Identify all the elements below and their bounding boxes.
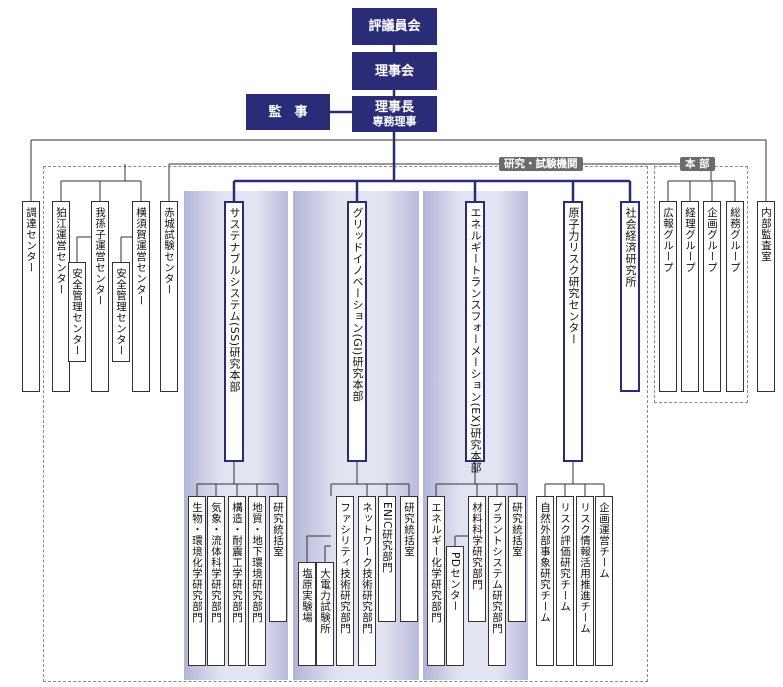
nrrc-team-external: 自然外部事象研究チーム [536, 496, 554, 666]
ss-dept-meteorology: 気象・流体科学研究部門 [207, 496, 225, 666]
chairman-label: 理事長 [374, 100, 414, 115]
ss-research-hq: サステナブルシステム(SS)研究本部 [224, 201, 244, 462]
board-box: 理事会 [352, 52, 437, 90]
chairman-box: 理事長 専務理事 [352, 96, 437, 132]
procurement-center: 調達センター [22, 201, 40, 392]
gi-dept-facility: ファシリティ技術研究部門 [336, 496, 354, 666]
gi-research-hq: グリッドイノベーション(GI)研究本部 [347, 201, 367, 462]
hq-pr-group: 広報グループ [659, 201, 677, 392]
ex-research-hq: エネルギートランスフォーメーション(EX)研究本部 [465, 201, 485, 474]
yokosuka-safety-center: 安全管理センター [112, 262, 130, 362]
gi-high-power-lab: 大電力試験所 [316, 562, 334, 666]
council-box: 評議員会 [352, 8, 437, 45]
auditor-box: 監 事 [246, 94, 330, 130]
ex-dept-plant: プラントシステム研究部門 [488, 496, 506, 666]
board-label: 理事会 [374, 63, 414, 79]
nrrc-center: 原子力リスク研究センター [563, 201, 583, 462]
research-group-tag: 研究・試験機関 [499, 157, 583, 171]
ex-dept-coordination: 研究統括室 [508, 496, 526, 622]
ex-dept-energy-chem: エネルギー化学研究部門 [427, 496, 445, 666]
internal-audit-office: 内部監査室 [757, 201, 775, 392]
ss-dept-coordination: 研究統括室 [269, 496, 287, 622]
nrrc-team-planning: 企画運営チーム [595, 496, 613, 666]
ss-dept-bio: 生物・環境化学研究部門 [188, 496, 206, 666]
abiko-center: 我孫子運営センター [91, 201, 109, 392]
nrrc-team-risk-eval: リスク評価研究チーム [556, 496, 574, 666]
council-label: 評議員会 [368, 19, 421, 34]
akagi-center: 赤城試験センター [160, 201, 178, 392]
ex-pd-center: PDセンター [446, 546, 464, 666]
hq-planning-group: 企画グループ [703, 201, 721, 392]
ss-dept-structural: 構造・耐震工学研究部門 [228, 496, 246, 666]
hq-general-affairs-group: 総務グループ [726, 201, 744, 392]
gi-shiobara-lab: 塩原実験場 [298, 562, 316, 666]
abiko-safety-center: 安全管理センター [68, 262, 86, 362]
gi-dept-coordination: 研究統括室 [400, 496, 418, 622]
seri-institute: 社会経済研究所 [620, 201, 640, 392]
ss-dept-geology: 地質・地下環境研究部門 [248, 496, 266, 666]
ex-dept-materials: 材料科学研究部門 [468, 496, 486, 622]
nrrc-team-risk-info: リスク情報活用推進チーム [576, 496, 594, 666]
auditor-label: 監 事 [268, 104, 308, 120]
gi-dept-enic: ENIC研究部門 [378, 496, 396, 622]
gi-dept-network: ネットワーク技術研究部門 [358, 496, 376, 666]
yokosuka-center: 横須賀運営センター [132, 201, 150, 392]
research-frame [43, 166, 648, 682]
executive-label: 専務理事 [372, 115, 417, 128]
headquarters-group-tag: 本 部 [680, 157, 715, 171]
hq-accounting-group: 経理グループ [681, 201, 699, 392]
